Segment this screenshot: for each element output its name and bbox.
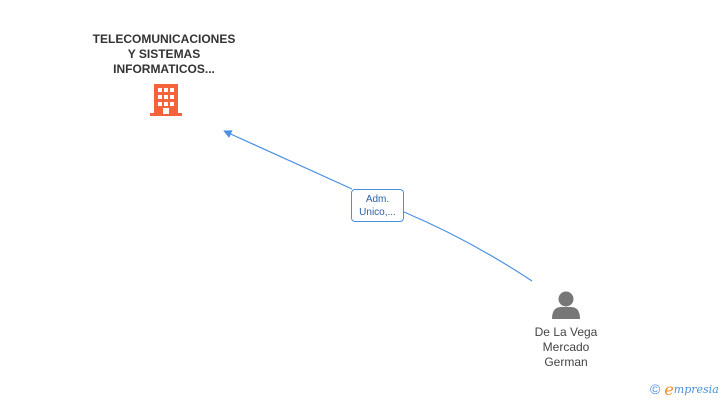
company-node-label[interactable]: TELECOMUNICACIONES Y SISTEMAS INFORMATIC… <box>92 32 236 76</box>
person-node-label[interactable]: De La Vega Mercado German <box>534 325 598 369</box>
edge-line <box>224 131 533 282</box>
building-icon[interactable] <box>150 84 182 116</box>
brand-logo-initial: e <box>664 379 674 399</box>
copyright-symbol: © <box>650 381 661 397</box>
edge-role-label[interactable]: Adm. Unico,... <box>351 189 404 222</box>
brand-footer: © e mpresia <box>650 379 719 399</box>
brand-logo-text: mpresia <box>673 382 719 396</box>
person-icon[interactable] <box>552 291 580 320</box>
